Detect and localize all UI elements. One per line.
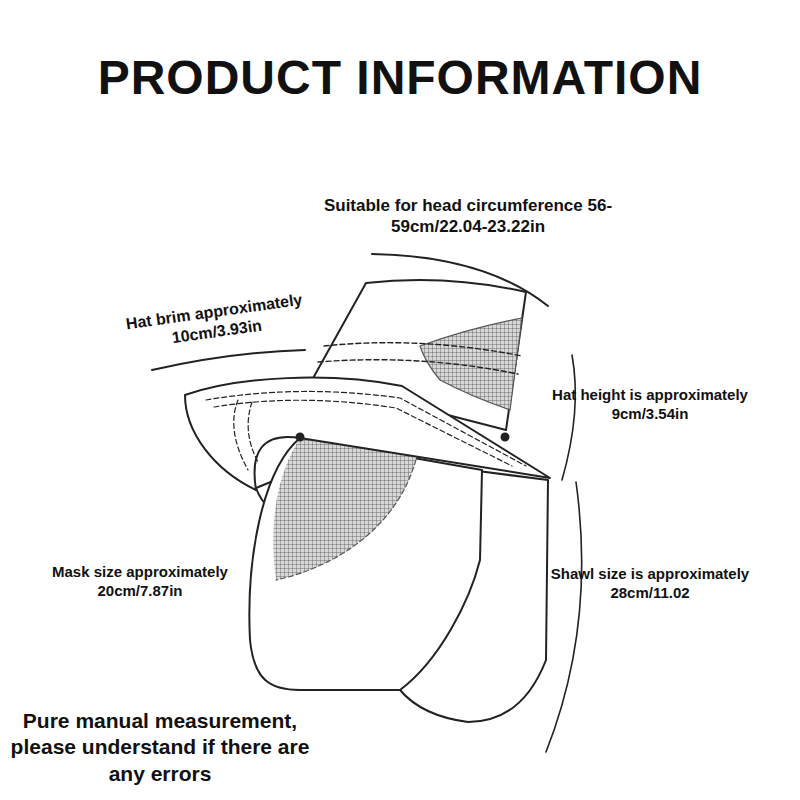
dimension-arc <box>152 350 305 370</box>
face-mask <box>249 438 482 690</box>
dimension-label: Shawl size is approximately 28cm/11.02 <box>530 565 770 603</box>
brim-stitch <box>248 402 258 462</box>
hat-band <box>318 360 518 374</box>
brim-stitch <box>234 400 248 470</box>
brim-stitch <box>214 400 512 466</box>
note-text: Pure manual measurement, please understa… <box>4 708 316 787</box>
mask-stitch <box>276 452 418 580</box>
dimension-label: Mask size approximately 20cm/7.87in <box>30 563 250 601</box>
crown-mesh <box>420 318 522 410</box>
dimension-label: Suitable for head circumference 56-59cm/… <box>303 195 633 238</box>
dimension-label: Hat brim approximately 10cm/3.93in <box>101 287 329 358</box>
brim-stitch <box>206 391 526 466</box>
mask-mesh <box>273 438 418 580</box>
snap-button <box>502 434 509 441</box>
snap-button <box>297 434 304 441</box>
page-title: PRODUCT INFORMATION <box>20 48 780 108</box>
dimension-label: Hat height is approximately 9cm/3.54in <box>530 386 770 424</box>
hat-brim <box>185 378 550 490</box>
hat-band <box>324 343 522 356</box>
dimension-arc <box>562 355 575 480</box>
dimension-arc <box>546 482 582 752</box>
